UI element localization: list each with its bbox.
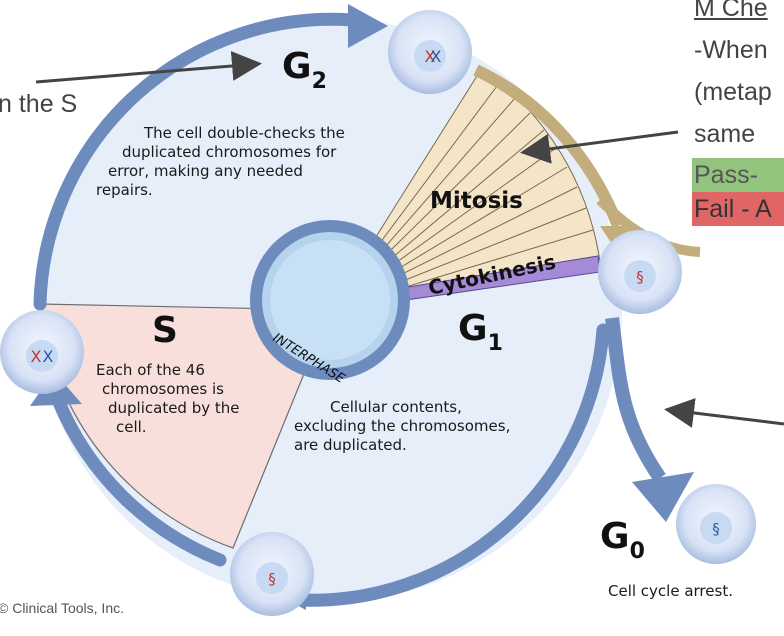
g0-branch-arrow bbox=[605, 317, 666, 482]
cell-top: X X bbox=[388, 10, 472, 94]
s-phase-label: S bbox=[152, 310, 178, 351]
svg-text:X: X bbox=[431, 47, 442, 66]
copyright: © Clinical Tools, Inc. bbox=[0, 600, 124, 616]
m-checkpoint-line3: same bbox=[694, 120, 756, 148]
svg-text:X: X bbox=[43, 347, 54, 366]
pointer-arrow-mitosis bbox=[520, 130, 679, 164]
g0-branch-arrowhead bbox=[632, 472, 694, 522]
g2-phase-label: G2 bbox=[282, 46, 327, 94]
pointer-arrow-g0 bbox=[664, 398, 784, 428]
cell-left: X X bbox=[0, 310, 84, 394]
mitosis-label: Mitosis bbox=[430, 188, 523, 214]
svg-text:§: § bbox=[712, 520, 720, 538]
cell-g0: § bbox=[676, 484, 756, 564]
cell-right-g1: § bbox=[598, 230, 682, 314]
pass-highlight: Pass- bbox=[692, 158, 784, 192]
g1-description: Cellular contents, excluding the chromos… bbox=[294, 398, 511, 454]
svg-text:X: X bbox=[425, 47, 436, 66]
g0-description: Cell cycle arrest. bbox=[608, 582, 733, 600]
g1-phase-label: G1 bbox=[458, 308, 503, 356]
cell-bottom: § bbox=[230, 532, 314, 616]
g2-description: The cell double-checks the duplicated ch… bbox=[96, 124, 345, 199]
left-note-fragment: n the S bbox=[0, 90, 78, 118]
fail-highlight: Fail - A bbox=[692, 192, 784, 226]
pointer-arrow-g2 bbox=[35, 51, 262, 84]
svg-text:§: § bbox=[636, 268, 644, 286]
svg-text:§: § bbox=[268, 570, 276, 588]
g0-phase-label: G0 bbox=[600, 516, 645, 564]
ring-arrowhead-top bbox=[348, 4, 388, 48]
cycle-ring bbox=[33, 12, 610, 607]
interphase-center bbox=[250, 220, 410, 380]
m-checkpoint-line2: (metap bbox=[694, 78, 772, 106]
m-checkpoint-heading: M Che bbox=[694, 0, 768, 22]
m-checkpoint-line1: -When bbox=[694, 36, 768, 64]
svg-text:X: X bbox=[31, 347, 42, 366]
s-description: Each of the 46 chromosomes is duplicated… bbox=[96, 361, 240, 436]
